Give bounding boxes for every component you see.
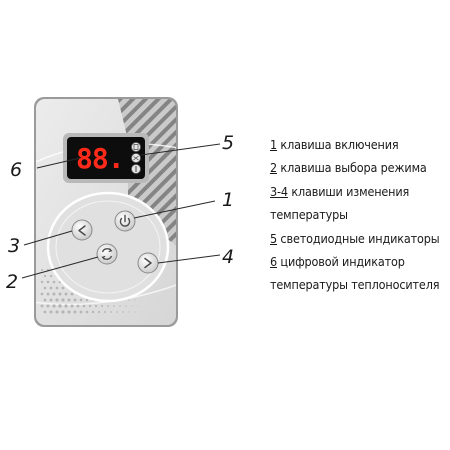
digital-display: 88.	[63, 133, 149, 183]
texture-dot	[134, 311, 136, 313]
legend-item-digital-indicator-cont: температуры теплоносителя	[270, 277, 440, 293]
texture-dot	[61, 286, 65, 290]
texture-dot	[40, 280, 44, 284]
legend-item-power-key: 1 клавиша включения	[270, 137, 399, 152]
texture-dot	[70, 304, 74, 308]
texture-dot	[128, 299, 130, 301]
callout-4: 4	[222, 246, 234, 268]
leader-lines	[21, 143, 221, 279]
decrease-button[interactable]	[71, 219, 93, 241]
increase-button[interactable]	[137, 252, 159, 274]
texture-dot	[58, 292, 62, 296]
texture-dot	[73, 310, 77, 314]
led-indicator-3	[131, 164, 141, 174]
texture-dot	[49, 286, 53, 290]
leader-line-4	[157, 254, 221, 264]
texture-dot	[49, 310, 53, 314]
legend-item-temp-keys-cont: температуры	[270, 207, 348, 223]
texture-dot	[61, 310, 65, 314]
power-icon	[119, 214, 131, 227]
texture-dot	[43, 310, 47, 314]
chevron-right-icon	[144, 257, 152, 269]
texture-dot	[40, 304, 44, 308]
texture-dot	[140, 311, 142, 313]
texture-dot	[61, 298, 65, 302]
display-digits: 88.	[76, 142, 124, 175]
texture-dot	[43, 298, 47, 302]
texture-dot	[85, 298, 89, 302]
texture-dot	[67, 310, 71, 314]
callout-6: 6	[10, 159, 22, 181]
texture-dot	[55, 298, 59, 302]
led-indicator-1	[131, 142, 141, 152]
texture-dot	[55, 286, 59, 290]
texture-dot	[122, 311, 124, 313]
leader-line-2	[21, 256, 99, 279]
texture-dot	[52, 280, 56, 284]
legend: 1 клавиша включения 2 клавиша выбора реж…	[270, 133, 448, 297]
callout-3: 3	[8, 235, 20, 257]
texture-dot	[67, 298, 71, 302]
led-indicators	[131, 142, 141, 174]
leader-line-6	[36, 157, 81, 169]
texture-dot	[101, 305, 103, 307]
legend-item-temp-keys: 3-4 клавиши изменения	[270, 183, 410, 199]
texture-dot	[140, 299, 142, 301]
texture-dot	[70, 292, 74, 296]
legend-item-mode-key: 2 клавиша выбора режима	[270, 160, 427, 176]
callout-1: 1	[222, 189, 234, 211]
texture-dot	[52, 304, 56, 308]
texture-dot	[79, 298, 83, 302]
leader-line-3	[23, 230, 73, 246]
texture-dot	[76, 304, 80, 308]
texture-dot	[73, 298, 77, 302]
texture-dot	[97, 310, 101, 314]
texture-dot	[40, 292, 44, 296]
texture-dot	[43, 274, 47, 278]
texture-dot	[104, 311, 106, 313]
mode-button[interactable]	[96, 243, 118, 265]
texture-dot	[85, 310, 89, 314]
led-indicator-2	[131, 153, 141, 163]
cycle-arrows-icon	[101, 248, 113, 260]
leader-line-1	[133, 200, 216, 219]
texture-dot	[134, 299, 136, 301]
texture-dot	[79, 310, 83, 314]
legend-item-led-indicators: 5 светодиодные индикаторы	[270, 230, 440, 246]
texture-dot	[64, 304, 68, 308]
texture-dot	[131, 305, 133, 307]
texture-dot	[46, 292, 50, 296]
texture-dot	[113, 305, 115, 307]
texture-dot	[110, 311, 112, 313]
texture-dot	[82, 304, 86, 308]
texture-dot	[125, 305, 127, 307]
texture-dot	[49, 298, 53, 302]
texture-dot	[49, 274, 53, 278]
texture-dot	[40, 268, 44, 272]
texture-dot	[128, 311, 130, 313]
callout-2: 2	[6, 271, 18, 293]
power-button[interactable]	[114, 210, 136, 232]
texture-dot	[58, 304, 62, 308]
texture-dot	[94, 304, 98, 308]
texture-dot	[119, 305, 121, 307]
texture-dot	[137, 305, 139, 307]
leader-line-5	[140, 143, 221, 156]
texture-dot	[43, 286, 47, 290]
texture-dot	[52, 292, 56, 296]
texture-dot	[88, 304, 92, 308]
legend-item-digital-indicator: 6 цифровой индикатор	[270, 254, 405, 270]
texture-dot	[64, 292, 68, 296]
texture-dot	[46, 304, 50, 308]
chevron-left-icon	[78, 225, 86, 236]
texture-dot	[116, 311, 118, 313]
texture-dot	[55, 310, 59, 314]
callout-5: 5	[222, 132, 234, 154]
texture-dot	[91, 310, 95, 314]
texture-dot	[46, 280, 50, 284]
texture-dot	[107, 305, 109, 307]
